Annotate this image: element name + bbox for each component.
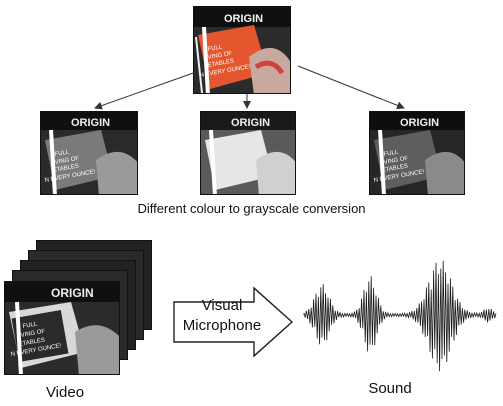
package-line-3: ETABLES [381, 163, 408, 174]
package-line-3: ETABLES [18, 337, 45, 348]
conversion-caption: Different colour to grayscale conversion [137, 201, 366, 216]
arrow-label-line-1: Visual [201, 297, 243, 314]
package-line-2: VING OF [54, 156, 80, 166]
sound-waveform [303, 260, 497, 372]
video-label: Video [45, 384, 85, 401]
arrow-to-gray-1 [94, 71, 197, 110]
origin-text: ORIGIN [400, 117, 439, 129]
visual-microphone-arrow [173, 286, 294, 358]
package-line-1: FULL [54, 149, 70, 158]
package-line-1: FULL [22, 321, 38, 330]
waveform-trace [303, 260, 497, 372]
package-line-1: FULL [207, 44, 223, 53]
grayscale-image-3: ORIGIN FULL VING OF ETABLES N EVERY OUNC… [369, 111, 465, 195]
origin-text: ORIGIN [51, 286, 94, 300]
package-line-2: VING OF [383, 156, 409, 166]
color-source-image: ORIGIN FULL VING OF ETABLES N EVERY OUNC… [193, 6, 291, 94]
grayscale-image-1: ORIGIN FULL VING OF ETABLES N EVERY OUNC… [40, 111, 138, 195]
origin-text: ORIGIN [231, 117, 270, 129]
arrow-to-gray-3 [297, 65, 405, 110]
visual-microphone-label: Visual Microphone [176, 296, 268, 336]
grayscale-image-2: ORIGIN [200, 111, 296, 195]
video-frame-front: ORIGIN FULL VING OF ETABLES N EVERY OUNC… [4, 281, 120, 375]
origin-text: ORIGIN [224, 13, 263, 25]
package-line-3: ETABLES [207, 58, 234, 69]
package-line-1: FULL [383, 149, 399, 158]
origin-text: ORIGIN [71, 117, 110, 129]
arrow-label-line-2: Microphone [182, 317, 262, 334]
package-line-2: VING OF [207, 51, 233, 61]
package-line-2: VING OF [20, 329, 46, 339]
package-line-3: ETABLES [52, 163, 79, 174]
sound-label: Sound [368, 380, 412, 397]
